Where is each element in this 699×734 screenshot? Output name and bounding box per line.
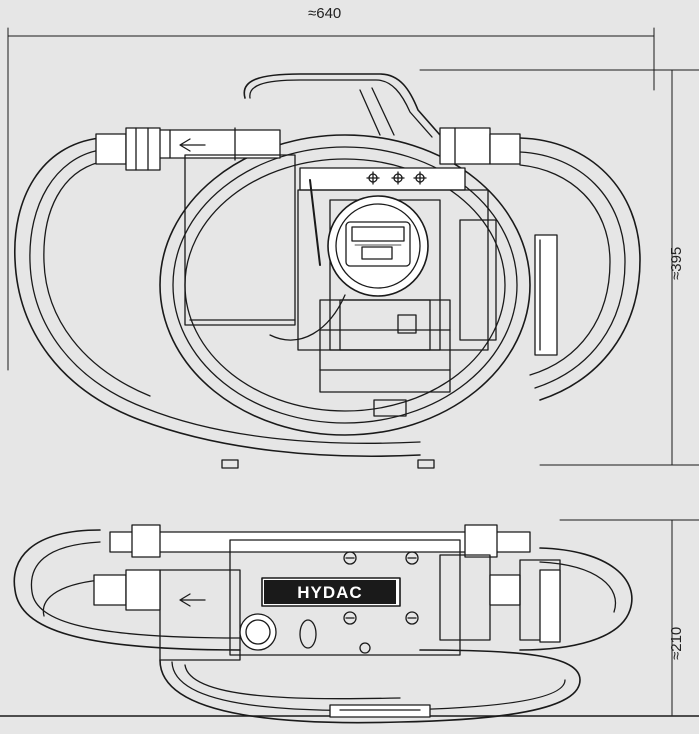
dimension-lines [0, 27, 699, 717]
dim-width-label: ≈640 [308, 5, 342, 22]
brand-logo: HYDAC [297, 583, 362, 602]
side-view [13, 524, 633, 724]
top-view [14, 73, 641, 469]
